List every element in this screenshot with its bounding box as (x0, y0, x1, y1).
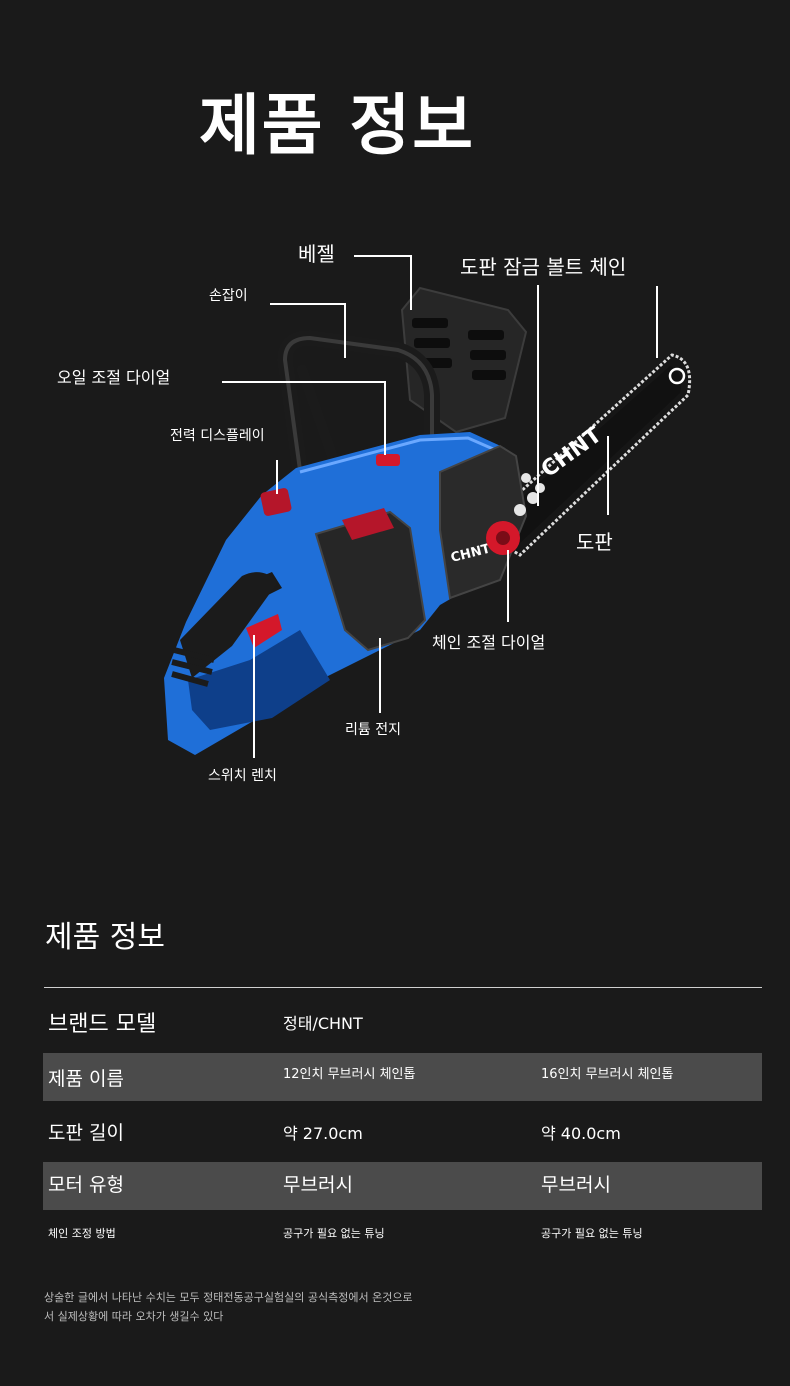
spec-value-a: 12인치 무브러시 체인톱 (283, 1067, 416, 1082)
callout-guide-bar: 도판 (576, 530, 613, 554)
callout-bezel: 베젤 (298, 242, 335, 266)
spec-table: 브랜드 모델 정태/CHNT 제품 이름 12인치 무브러시 체인톱 16인치 … (43, 995, 762, 1256)
tool-body: CHNT (164, 432, 528, 755)
chain-adjust-dial (486, 473, 545, 555)
spec-value-a: 공구가 필요 없는 튜닝 (283, 1227, 385, 1240)
spec-label: 도판 길이 (48, 1122, 124, 1144)
spec-row-bar-length: 도판 길이 약 27.0cm 약 40.0cm (43, 1101, 762, 1162)
spec-value-a: 정태/CHNT (283, 1013, 363, 1033)
callout-bolt-chain: 도판 잠금 볼트 체인 (460, 255, 627, 279)
callout-oil-dial: 오일 조절 다이얼 (57, 368, 171, 387)
spec-value-b: 약 40.0cm (541, 1123, 621, 1143)
footnote-line-1: 상술한 글에서 나타난 수치는 모두 정태전동공구실험실의 공식측정에서 온것으… (44, 1291, 413, 1304)
footnote-line-2: 서 실제상황에 따라 오차가 생길수 있다 (44, 1310, 224, 1323)
spec-row-name: 제품 이름 12인치 무브러시 체인톱 16인치 무브러시 체인톱 (43, 1053, 762, 1101)
spec-label: 브랜드 모델 (48, 1011, 157, 1037)
spec-value-b: 16인치 무브러시 체인톱 (541, 1067, 674, 1082)
spec-value-a: 무브러시 (283, 1174, 353, 1196)
leader-lines (222, 255, 658, 758)
spec-heading: 제품 정보 (45, 920, 165, 955)
callout-battery: 리튬 전지 (345, 722, 401, 738)
callout-handle: 손잡이 (209, 288, 248, 304)
hero-title-text: 제품 정보 (199, 87, 475, 164)
spec-value-b: 무브러시 (541, 1174, 611, 1196)
spec-label: 모터 유형 (48, 1174, 124, 1196)
callout-power-display: 전력 디스플레이 (170, 428, 265, 444)
spec-value-b: 공구가 필요 없는 튜닝 (541, 1227, 643, 1240)
spec-row-motor: 모터 유형 무브러시 무브러시 (43, 1162, 762, 1210)
spec-row-chain-adjust: 체인 조정 방법 공구가 필요 없는 튜닝 공구가 필요 없는 튜닝 (43, 1210, 762, 1256)
spec-row-brand: 브랜드 모델 정태/CHNT (43, 995, 762, 1048)
callout-switch: 스위치 렌치 (208, 768, 277, 784)
spec-label: 체인 조정 방법 (48, 1227, 116, 1240)
spec-value-a: 약 27.0cm (283, 1123, 363, 1143)
product-diagram: CHNT CHNT (0, 210, 790, 830)
spec-divider (44, 987, 762, 988)
spec-label: 제품 이름 (48, 1067, 124, 1090)
hero-title: 제품 정보 (0, 72, 790, 168)
chainsaw-illustration: CHNT CHNT (164, 255, 692, 758)
callout-chain-dial: 체인 조절 다이얼 (432, 633, 546, 652)
footnote: 상술한 글에서 나타난 수치는 모두 정태전동공구실험실의 공식측정에서 온것으… (44, 1288, 413, 1326)
